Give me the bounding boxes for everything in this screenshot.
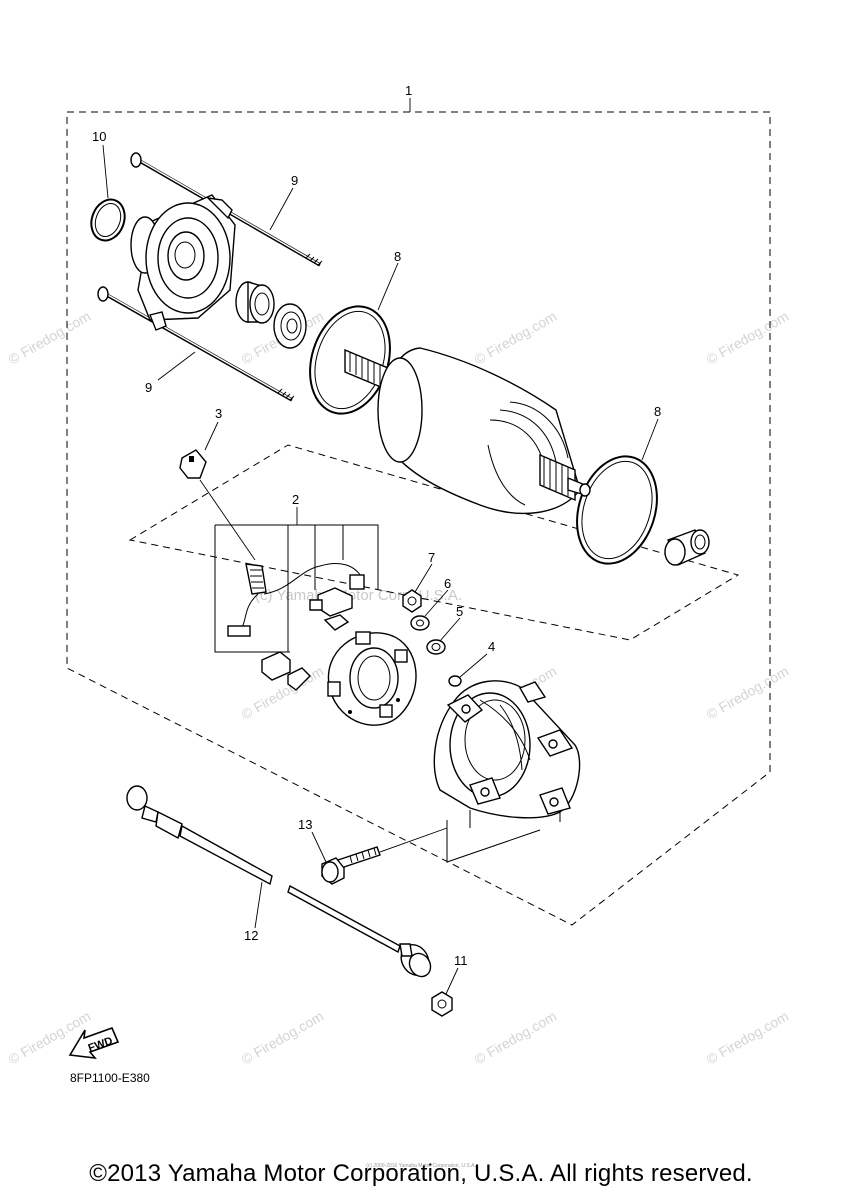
bearing — [235, 281, 275, 324]
callout-leader — [311, 831, 327, 863]
callout-leader — [377, 262, 399, 311]
bolt-axis — [446, 820, 541, 863]
bushing — [664, 529, 710, 566]
callout-number: 8 — [654, 404, 661, 419]
callout-number: 8 — [394, 249, 401, 264]
front-cover — [130, 194, 236, 331]
callout-leader — [102, 144, 109, 199]
starter-motor-yoke — [344, 347, 591, 515]
watermark: © Firedog.com — [704, 308, 792, 368]
callout-number: 7 — [428, 550, 435, 565]
callout-leader — [439, 617, 461, 642]
callout-number: 11 — [454, 953, 468, 968]
brush-plate — [327, 631, 417, 726]
through-bolt-lower — [97, 286, 295, 402]
callout-leader — [269, 187, 294, 231]
leadwire-box — [214, 524, 379, 653]
callout-leader — [459, 653, 488, 678]
starter-cable — [126, 785, 432, 978]
callout-number: 2 — [292, 492, 299, 507]
callout-number: 1 — [405, 83, 412, 98]
o-ring-front — [90, 198, 126, 242]
washer-plain — [410, 615, 430, 631]
callout-leader — [204, 421, 219, 451]
watermark: © Firedog.com — [239, 1008, 327, 1068]
callout-leader — [424, 589, 449, 617]
callout-leader — [199, 479, 256, 561]
watermark: © Firedog.com — [472, 308, 560, 368]
brush-lead-wire — [227, 563, 365, 637]
footer-copyright: ©2013 Yamaha Motor Corporation, U.S.A. A… — [89, 1160, 753, 1187]
callout-number: 13 — [298, 817, 312, 832]
assembly-boundary — [66, 111, 771, 926]
washer-insulator — [426, 639, 446, 655]
callout-leader — [414, 563, 433, 593]
callout-number: 10 — [92, 129, 106, 144]
o-ring-small — [448, 675, 462, 687]
rear-cover — [433, 680, 581, 828]
callout-leader — [157, 351, 196, 381]
footer-fine-print: (c) 2000-2016 Yamaha Motor Corporation, … — [366, 1163, 476, 1169]
callout-leader — [641, 418, 659, 461]
cable-nut — [431, 991, 453, 1017]
callout-leader — [254, 881, 263, 929]
callout-number: 9 — [145, 380, 152, 395]
watermark: © Firedog.com — [704, 1008, 792, 1068]
callout-number: 4 — [488, 639, 495, 654]
bolt-axis-line — [379, 827, 448, 853]
lead-cap — [179, 449, 207, 479]
brush-boundary — [128, 444, 740, 641]
watermark: © Firedog.com — [472, 1008, 560, 1068]
callout-number: 3 — [215, 406, 222, 421]
callout-number: 9 — [291, 173, 298, 188]
watermark: © Firedog.com — [704, 663, 792, 723]
oil-seal — [273, 303, 307, 349]
callout-number: 5 — [456, 604, 463, 619]
nut — [402, 589, 422, 613]
callout-leader — [445, 967, 459, 995]
watermark: © Firedog.com — [6, 308, 94, 368]
brush-holder — [261, 651, 311, 691]
mounting-bolt — [321, 846, 381, 885]
fwd-arrow-icon: FWD — [68, 1026, 120, 1060]
drawing-code: 8FP1100-E380 — [70, 1071, 150, 1085]
o-ring-lower — [576, 455, 658, 565]
callout-number: 6 — [444, 576, 451, 591]
callout-number: 12 — [244, 928, 258, 943]
